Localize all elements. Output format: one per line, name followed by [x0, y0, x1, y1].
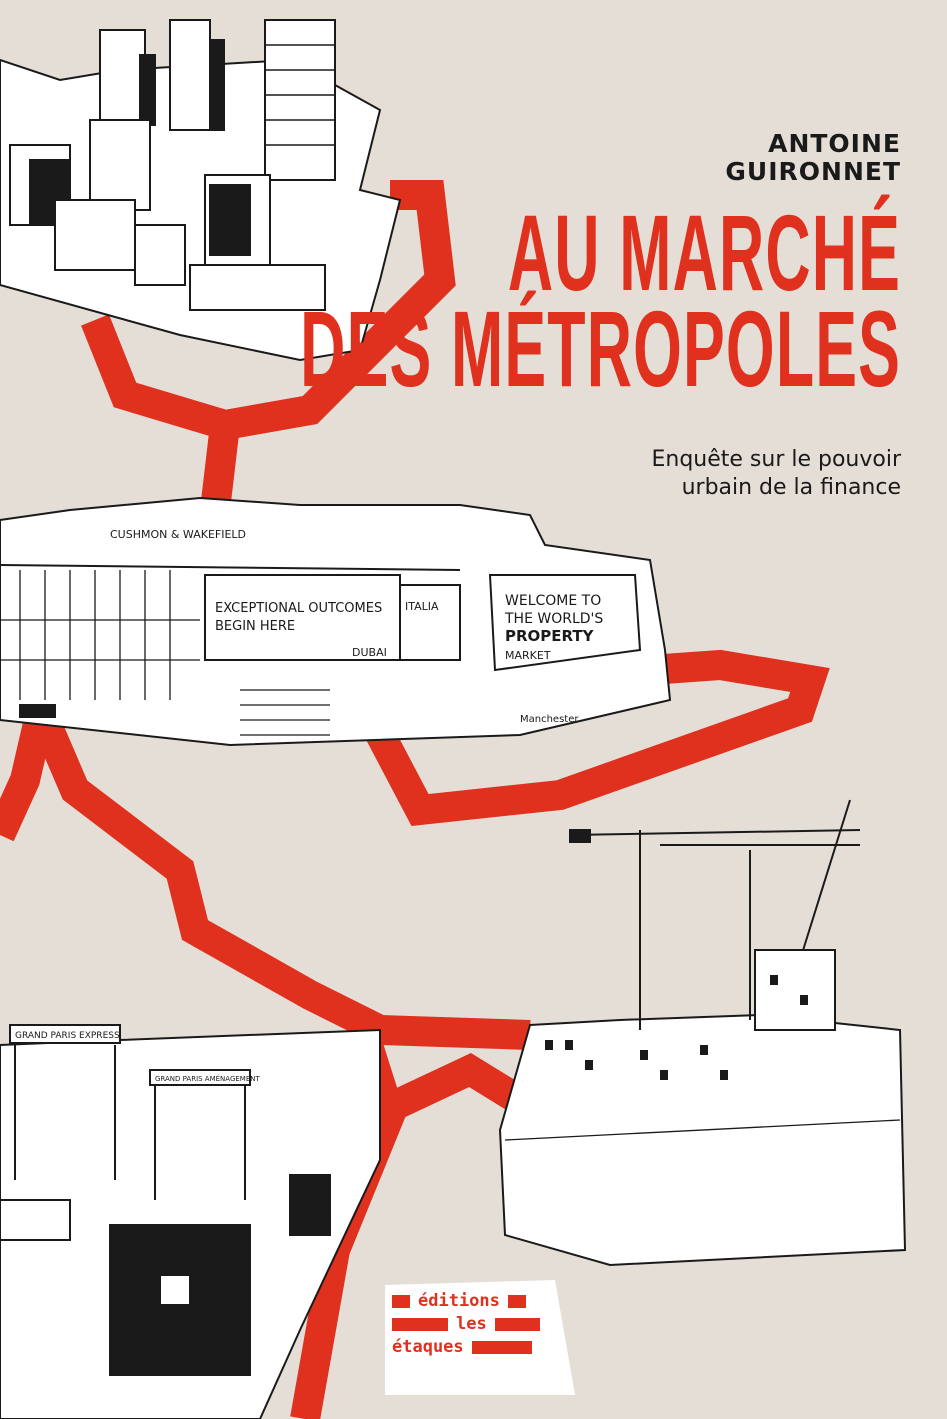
city-blocks-drawing	[0, 19, 402, 362]
red-route-left	[0, 711, 55, 842]
sign-worlds: THE WORLD'S	[504, 611, 603, 627]
sign-cushman: CUSHMON & WAKEFIELD	[110, 528, 246, 541]
publisher-line-3: étaques	[392, 1337, 464, 1357]
author-first-name: ANTOINE	[768, 129, 901, 158]
subtitle-line-1: Enquête sur le pouvoir	[651, 447, 901, 472]
author-last-name: GUIRONNET	[725, 157, 901, 186]
title-line-2: DES MÉTROPOLES	[300, 288, 901, 409]
title-line-1: AU MARCHÉ	[507, 192, 901, 313]
sign-dubai: DUBAI	[352, 646, 387, 659]
sign-italia: ITALIA	[405, 600, 439, 613]
logo-bar	[471, 1341, 532, 1354]
author-name: ANTOINE GUIRONNET	[725, 130, 901, 186]
logo-bar	[392, 1295, 410, 1308]
logo-bar	[507, 1295, 526, 1308]
sign-manchester: Manchester	[520, 714, 579, 725]
expo-stand-drawing: GRAND PARIS EXPRESS GRAND PARIS AMÉNAGEM…	[0, 1024, 381, 1419]
red-route-top-right	[222, 180, 456, 440]
publisher-logo-background	[385, 1280, 575, 1395]
red-route-loop	[356, 649, 830, 826]
sign-grand-paris-express: GRAND PARIS EXPRESS	[15, 1031, 120, 1041]
publisher-line-1: éditions	[418, 1291, 500, 1311]
book-subtitle: Enquête sur le pouvoir urbain de la fina…	[651, 446, 901, 502]
sign-market: MARKET	[505, 649, 551, 662]
property-market-building-drawing: CUSHMON & WAKEFIELD EXCEPTIONAL OUTCOMES…	[0, 496, 672, 747]
logo-bar	[494, 1318, 540, 1331]
sign-grand-paris-amenagement: GRAND PARIS AMÉNAGEMENT	[155, 1074, 261, 1083]
publisher-logo: éditions les étaques	[392, 1290, 562, 1359]
subtitle-line-2: urbain de la finance	[681, 475, 901, 500]
sign-welcome: WELCOME TO	[505, 593, 601, 609]
sign-begin-here: BEGIN HERE	[215, 619, 295, 634]
sign-property: PROPERTY	[505, 627, 595, 645]
red-route-main	[31, 714, 531, 1050]
red-route-top	[81, 314, 242, 512]
book-title: AU MARCHÉ DES MÉTROPOLES	[300, 192, 901, 409]
sign-exceptional: EXCEPTIONAL OUTCOMES	[215, 601, 382, 616]
construction-site-drawing	[498, 799, 907, 1267]
logo-bar	[392, 1318, 448, 1331]
publisher-line-2: les	[456, 1314, 487, 1334]
